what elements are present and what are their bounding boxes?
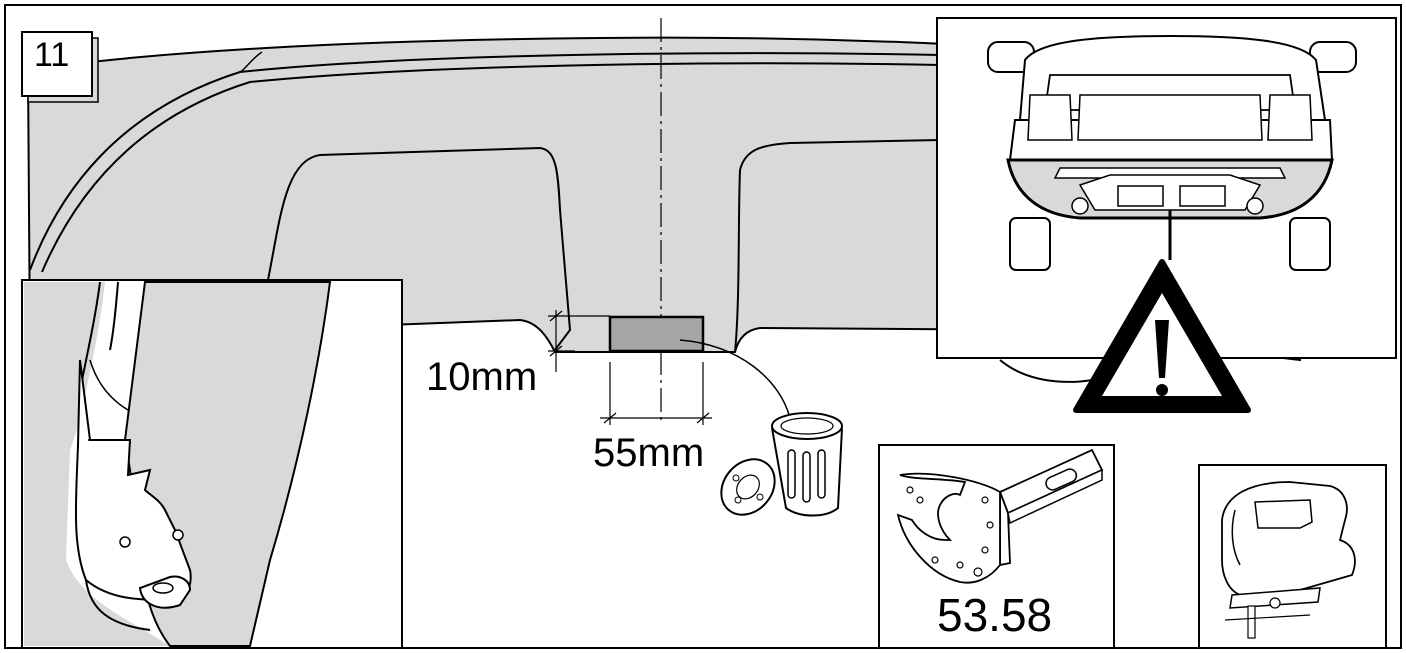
- trash-bin-icon: [720, 412, 843, 517]
- dim-width-tick-right: [696, 412, 710, 424]
- detail-inset-bracket: [21, 279, 403, 649]
- step-number: 11: [34, 36, 70, 74]
- dimension-cut-width: 55mm: [593, 431, 705, 475]
- bumper-contour-outer: [29, 52, 941, 271]
- bumper-edge-line: [239, 51, 263, 73]
- dimension-cut-height: 10mm: [426, 355, 538, 399]
- dim-width-tick-left: [603, 412, 617, 424]
- bumper-contour-inner: [41, 62, 941, 273]
- step-box: [21, 31, 93, 97]
- jigsaw-icon: [1198, 464, 1387, 649]
- cutout-area: [608, 315, 705, 353]
- waste-leader-line: [679, 339, 791, 419]
- dim-height-tick-bottom: [549, 345, 563, 357]
- dim-height-tick-top: [549, 310, 563, 322]
- bracket-part-inset: [878, 444, 1115, 649]
- car-rear-view-inset: [936, 17, 1397, 359]
- right-recess: [734, 139, 941, 353]
- part-number: 53.58: [937, 589, 1053, 641]
- warning-triangle-icon: [1073, 259, 1251, 413]
- left-recess: [267, 146, 572, 351]
